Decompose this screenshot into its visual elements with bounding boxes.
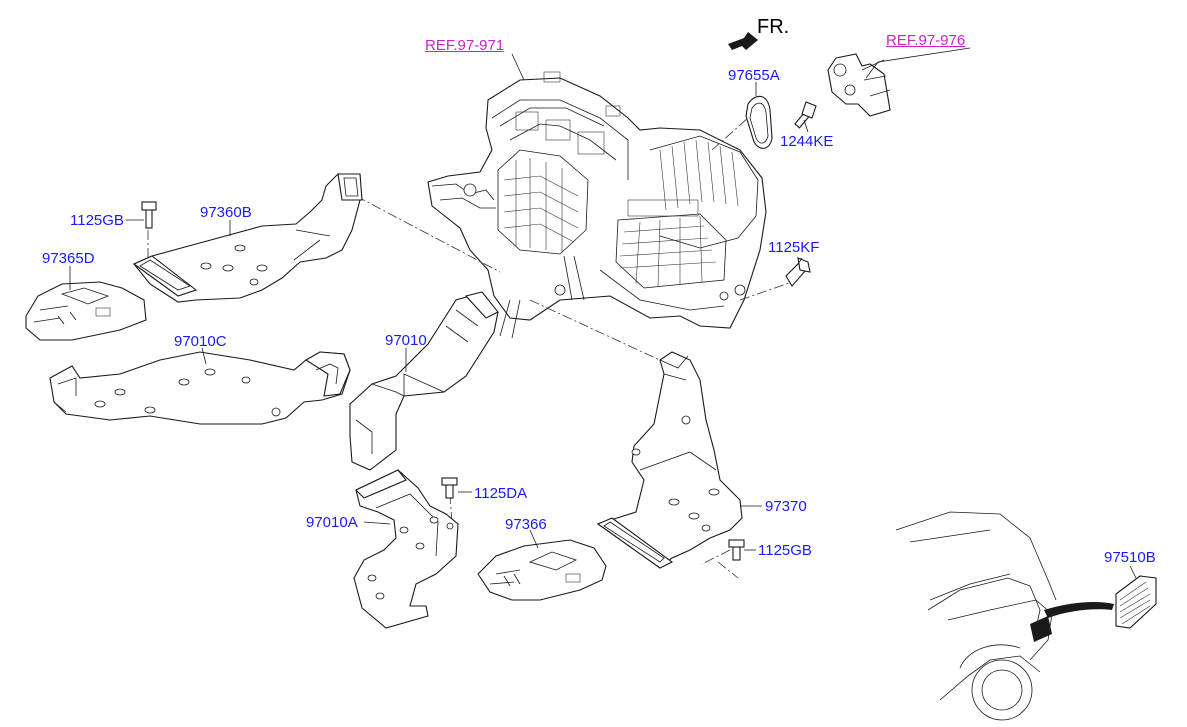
- vehicle-rear-outline: [895, 511, 1057, 721]
- part-label-97655a[interactable]: 97655A: [728, 67, 780, 84]
- part-label-97370[interactable]: 97370: [765, 498, 807, 515]
- duct-97370[interactable]: [596, 351, 743, 569]
- bolt-1125da[interactable]: [441, 477, 458, 499]
- bolt-1244ke[interactable]: [794, 101, 817, 129]
- cover-97366[interactable]: [477, 539, 607, 601]
- front-direction-label: FR.: [757, 16, 790, 38]
- part-label-1125kf[interactable]: 1125KF: [768, 239, 820, 256]
- ac-pipe-connector[interactable]: [827, 53, 891, 117]
- part-label-1125gb-bottom[interactable]: 1125GB: [758, 542, 812, 559]
- cover-97365d[interactable]: [25, 281, 147, 341]
- part-label-1125da[interactable]: 1125DA: [474, 485, 528, 502]
- duct-97010a[interactable]: [353, 469, 459, 629]
- front-direction-arrow-icon: [728, 32, 758, 50]
- leader-lines: [69, 47, 1137, 579]
- bolt-1125kf[interactable]: [785, 257, 811, 287]
- duct-97010c[interactable]: [49, 351, 351, 425]
- part-label-97360b[interactable]: 97360B: [200, 204, 252, 221]
- hvac-heater-unit[interactable]: [427, 71, 767, 339]
- part-label-1244ke[interactable]: 1244KE: [780, 133, 834, 150]
- part-label-97366[interactable]: 97366: [505, 516, 547, 533]
- reference-link-97-971[interactable]: REF.97-971: [425, 37, 505, 54]
- part-label-97010c[interactable]: 97010C: [174, 333, 227, 350]
- assembly-center-lines: [147, 117, 793, 579]
- bolt-1125gb-bottom[interactable]: [728, 539, 745, 561]
- part-label-97010a[interactable]: 97010A: [306, 514, 358, 531]
- seal-gasket-97655a[interactable]: [745, 95, 773, 149]
- part-label-97510b[interactable]: 97510B: [1104, 549, 1156, 566]
- part-label-1125gb-top[interactable]: 1125GB: [70, 212, 124, 229]
- bolt-1125gb-top[interactable]: [141, 201, 157, 229]
- part-label-97010[interactable]: 97010: [385, 332, 427, 349]
- rear-vent-highlight: [1030, 602, 1114, 642]
- rear-vent-97510b[interactable]: [1115, 575, 1157, 629]
- part-label-97365d[interactable]: 97365D: [42, 250, 95, 267]
- reference-link-97-976[interactable]: REF.97-976: [886, 32, 966, 49]
- duct-97010[interactable]: [349, 291, 499, 471]
- duct-97360b[interactable]: [132, 173, 363, 303]
